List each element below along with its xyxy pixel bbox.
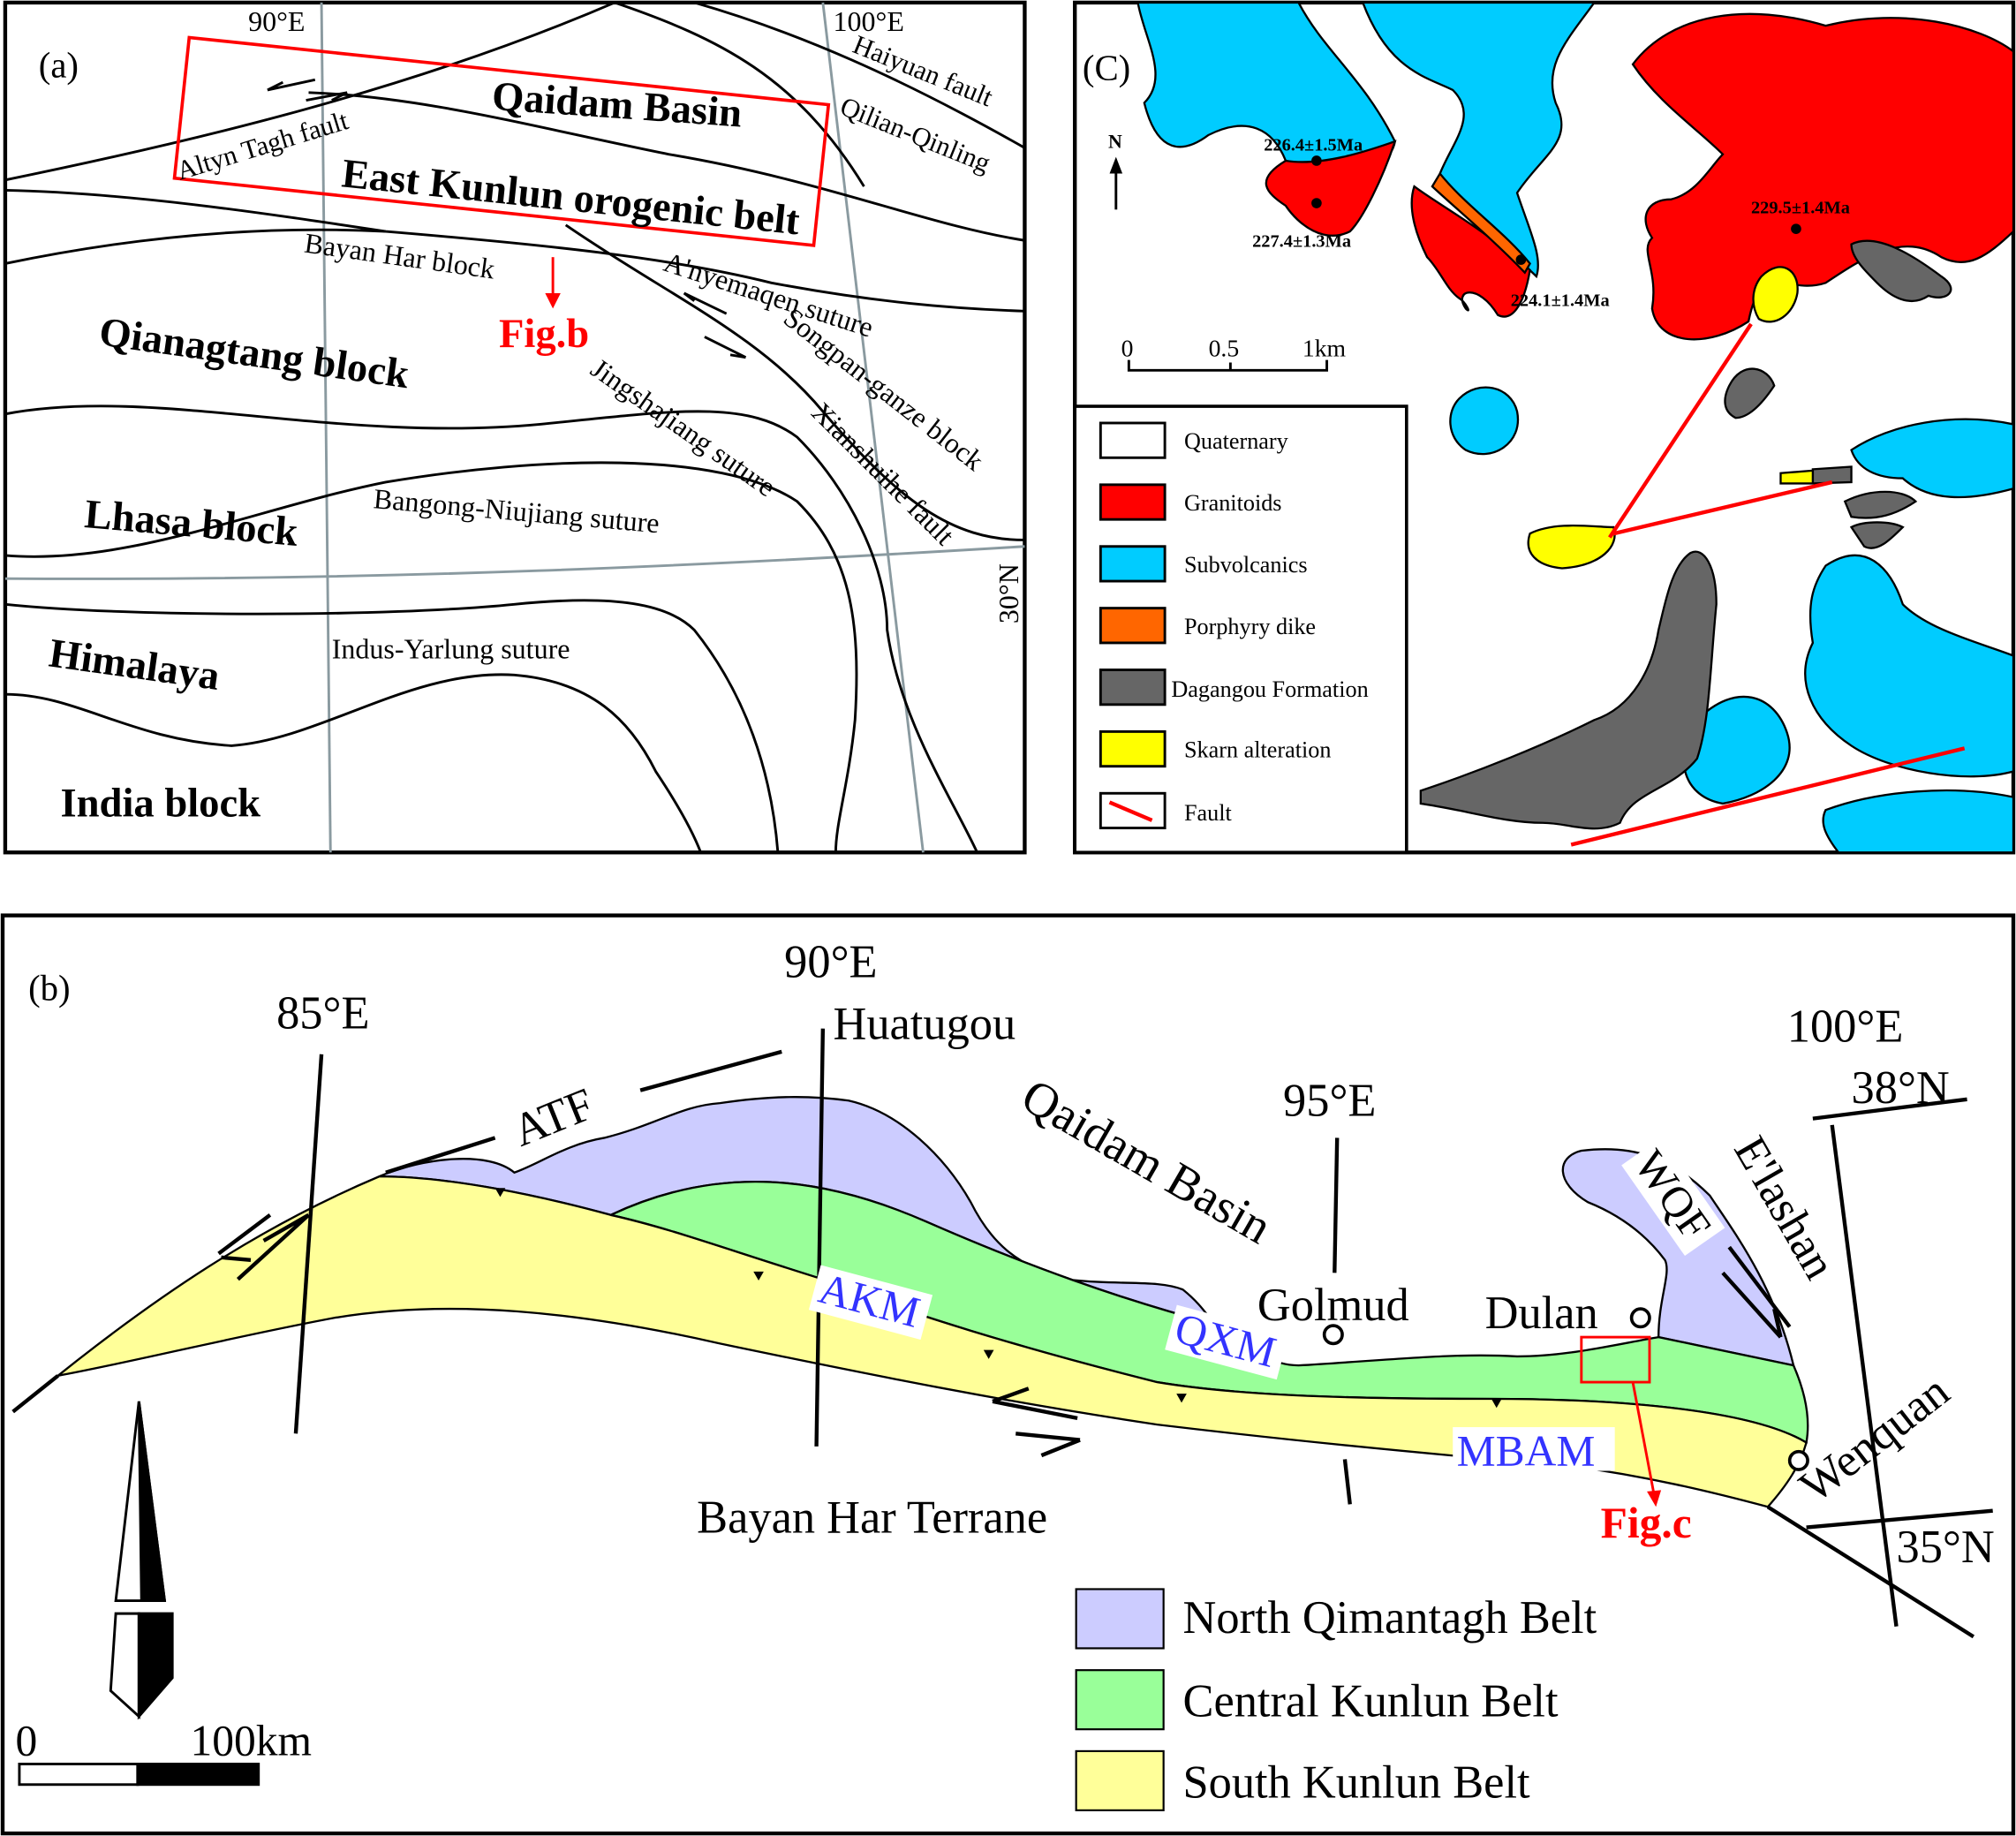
tectonic-boundaries — [4, 1, 1026, 853]
legend-item-south-kunlun: South Kunlun Belt — [1075, 1749, 1531, 1811]
scale-label: 1km — [1302, 334, 1347, 361]
golmud-label: Golmud — [1257, 1280, 1409, 1331]
subvolcanics-units — [1136, 1, 2015, 854]
panel-c-legend: Quaternary Granitoids Subvolcanics Porph… — [1073, 404, 1408, 855]
legend-label: Subvolcanics — [1184, 552, 1308, 578]
fault-sense-arrows — [267, 78, 747, 359]
legend-label: Fault — [1184, 800, 1233, 826]
legend-label: South Kunlun Belt — [1183, 1757, 1531, 1808]
north-label: N — [1108, 131, 1122, 152]
scale-bar: 0 100km — [16, 1716, 313, 1787]
lon-100-label: 100°E — [1787, 1001, 1904, 1052]
age-label: 226.4±1.5Ma — [1264, 135, 1363, 155]
legend-item-fault: Fault — [1099, 791, 1233, 830]
granitoid-units — [1265, 12, 2015, 341]
panel-b-belt-map: (b) 85°E 90°E 95°E 100°E 38°N 35°N Huatu… — [0, 913, 2016, 1836]
mbam-label: MBAM — [1457, 1427, 1596, 1476]
skarn-units — [1527, 266, 1815, 570]
bayan-har-terrane-label: Bayan Har Terrane — [697, 1492, 1047, 1543]
panel-c-label: (C) — [1083, 48, 1130, 87]
legend-item-subvolcanics: Subvolcanics — [1099, 545, 1308, 583]
dagangou-formation-units — [1419, 239, 1952, 830]
scale-bar: 0 0.5 1km — [1121, 334, 1347, 372]
huatugou-label: Huatugou — [834, 998, 1016, 1049]
legend-item-skarn: Skarn alteration — [1099, 729, 1332, 768]
legend-item-granitoids: Granitoids — [1099, 483, 1282, 521]
legend-label: Porphyry dike — [1184, 614, 1316, 639]
graticule-lines — [293, 1028, 1993, 1627]
scale-label: 0.5 — [1209, 334, 1240, 361]
indus-yarlung-label: Indus-Yarlung suture — [332, 632, 570, 664]
legend-label: Central Kunlun Belt — [1183, 1676, 1559, 1727]
lon-90-label: 90°E — [784, 936, 877, 987]
lon-90-label: 90°E — [248, 5, 305, 37]
sample-locations — [1311, 155, 1801, 265]
golmud-marker — [1322, 1324, 1344, 1346]
india-label: India block — [61, 780, 261, 826]
panel-a-label: (a) — [39, 45, 79, 85]
legend-item-quaternary: Quaternary — [1099, 421, 1288, 459]
thrust-teeth — [495, 1188, 1502, 1409]
fig-c-reference: Fig.c — [1601, 1499, 1692, 1547]
panel-b-legend: North Qimantagh Belt Central Kunlun Belt… — [1075, 1588, 1597, 1811]
legend-label: North Qimantagh Belt — [1183, 1592, 1597, 1643]
age-label: 224.1±1.4Ma — [1511, 291, 1610, 311]
south-kunlun-belt — [57, 1175, 1808, 1508]
scale-label: 0 — [16, 1716, 38, 1764]
fig-b-reference: Fig.b — [499, 311, 589, 357]
legend-item-central-kunlun: Central Kunlun Belt — [1075, 1669, 1559, 1731]
faults — [1570, 322, 1966, 847]
scale-label: 0 — [1121, 334, 1134, 361]
legend-item-north-qimantagh: North Qimantagh Belt — [1075, 1588, 1597, 1650]
lat-35-label: 35°N — [1897, 1522, 1995, 1573]
graticule — [4, 2, 1025, 853]
lon-95-label: 95°E — [1283, 1076, 1376, 1127]
study-area-box — [172, 35, 831, 247]
mbam-label-box — [1453, 1427, 1615, 1471]
lat-38-label: 38°N — [1852, 1062, 1950, 1114]
wenquan-marker — [1787, 1449, 1809, 1471]
porphyry-dike — [1431, 171, 1531, 275]
legend-label: Quaternary — [1184, 428, 1288, 454]
scale-label: 100km — [191, 1716, 313, 1764]
legend-item-porphyry-dike: Porphyry dike — [1099, 607, 1316, 645]
north-qimantagh-belt-east — [1561, 1148, 1795, 1367]
north-arrow-icon: N — [1108, 131, 1123, 210]
legend-label: Dagangou Formation — [1171, 676, 1368, 702]
dulan-label: Dulan — [1485, 1288, 1598, 1339]
study-area-box — [1580, 1335, 1651, 1384]
lon-85-label: 85°E — [276, 988, 369, 1039]
arrowhead-icon — [1647, 1490, 1662, 1507]
panel-c-geological-map: 226.4±1.5Ma 227.4±1.3Ma 224.1±1.4Ma 229.… — [1073, 0, 2016, 855]
legend-label: Skarn alteration — [1184, 737, 1332, 763]
dulan-marker — [1629, 1307, 1651, 1329]
belt-polygons — [57, 1096, 1809, 1508]
panel-b-label: (b) — [28, 969, 71, 1009]
lat-30-label: 30°N — [993, 563, 1024, 623]
lon-100-label: 100°E — [834, 5, 904, 37]
city-markers — [1322, 1307, 1809, 1471]
arrow-to-fig-c — [1631, 1381, 1657, 1499]
legend-item-dagangou: Dagangou Formation — [1099, 669, 1369, 706]
panel-a-tectonic-map: (a) 90°E 100°E 30°N Qaidam Basin East Ku… — [3, 0, 1027, 855]
north-arrow-icon — [109, 1401, 174, 1720]
age-label: 229.5±1.4Ma — [1751, 199, 1850, 218]
legend-label: Granitoids — [1184, 490, 1282, 516]
fault-lines — [11, 1049, 1975, 1639]
arrowhead-icon — [545, 292, 561, 309]
age-label: 227.4±1.3Ma — [1252, 232, 1351, 252]
